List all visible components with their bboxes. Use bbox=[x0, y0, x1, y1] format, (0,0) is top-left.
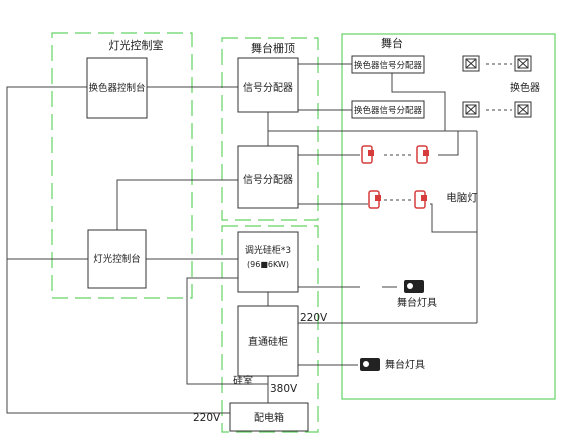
wire-moving-row-1-return bbox=[438, 131, 459, 156]
scroller-unit-icon bbox=[514, 55, 532, 72]
direct-rack-label: 直通硅柜 bbox=[248, 335, 288, 348]
grid-zone bbox=[221, 37, 319, 221]
scroller-console-label: 换色器控制台 bbox=[88, 82, 145, 94]
stage-spotlight-icon bbox=[360, 358, 380, 371]
moving-head-icon bbox=[368, 190, 381, 209]
dimmer-room-zone bbox=[221, 225, 319, 433]
dimmer-room-label: 硅室 bbox=[233, 374, 253, 387]
signal-splitter-mid-label: 信号分配器 bbox=[243, 174, 293, 186]
moving-light-label: 电脑灯 bbox=[446, 191, 478, 204]
wire-console-mid-splitter bbox=[116, 179, 238, 230]
voltage-220-rack: 220V bbox=[300, 312, 328, 324]
wire-moving-row-2-return bbox=[430, 203, 477, 233]
wire-dimmer-feed bbox=[186, 277, 268, 385]
control-room-zone bbox=[51, 32, 193, 299]
scroller-unit-icon bbox=[462, 55, 480, 72]
scroller-unit-icon bbox=[462, 101, 480, 118]
stage-zone bbox=[341, 33, 556, 400]
stage-fixture-2-label: 舞台灯具 bbox=[385, 358, 425, 371]
moving-head-icon bbox=[414, 190, 427, 209]
direct-rack-box: 直通硅柜 bbox=[237, 305, 299, 377]
scroller-splitter-1-label: 换色器信号分配器 bbox=[354, 60, 423, 71]
scroller-splitter-2-box: 换色器信号分配器 bbox=[351, 100, 425, 119]
lighting-console-label: 灯光控制台 bbox=[93, 253, 141, 265]
signal-splitter-top-label: 信号分配器 bbox=[243, 82, 293, 94]
grid-title: 舞台栅顶 bbox=[251, 41, 295, 55]
dimmer-rack-spec: (96■6KW) bbox=[247, 260, 289, 269]
lighting-console-box: 灯光控制台 bbox=[87, 229, 147, 289]
distribution-box-label: 配电箱 bbox=[254, 411, 284, 424]
voltage-220-box: 220V bbox=[193, 412, 221, 424]
voltage-380: 380V bbox=[270, 383, 298, 395]
scroller-splitter-2-label: 换色器信号分配器 bbox=[354, 105, 423, 116]
dimmer-rack-box: 调光硅柜*3 (96■6KW) bbox=[237, 231, 299, 293]
scroller-splitter-1-box: 换色器信号分配器 bbox=[351, 55, 425, 74]
moving-head-icon bbox=[361, 145, 374, 164]
scroller-console-box: 换色器控制台 bbox=[86, 57, 148, 119]
wire-scroller-drop bbox=[391, 73, 446, 131]
stage-title: 舞台 bbox=[381, 36, 403, 50]
stage-spotlight-icon bbox=[404, 280, 424, 293]
color-changer-label: 换色器 bbox=[510, 81, 540, 94]
dimmer-rack-label: 调光硅柜*3 bbox=[245, 244, 291, 256]
scroller-unit-icon bbox=[514, 101, 532, 118]
moving-head-icon bbox=[416, 145, 429, 164]
signal-splitter-mid-box: 信号分配器 bbox=[237, 145, 299, 209]
wire-left-feed bbox=[6, 86, 230, 414]
stage-fixture-1-label: 舞台灯具 bbox=[397, 296, 437, 309]
distribution-box: 配电箱 bbox=[229, 402, 309, 432]
signal-splitter-top-box: 信号分配器 bbox=[237, 57, 299, 113]
wiring bbox=[6, 63, 512, 414]
control-room-title: 灯光控制室 bbox=[109, 38, 164, 52]
